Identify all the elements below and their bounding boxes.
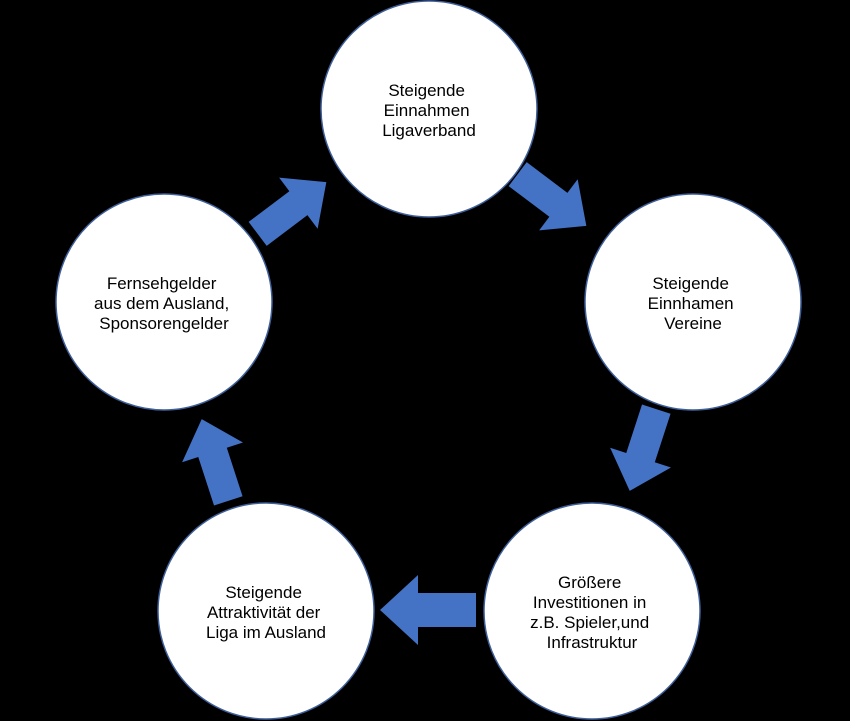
svg-text:Steigende Einnhamen: Steigende Einnhamen Vereine [648,274,739,333]
node-text-line: Ligaverband [382,121,476,140]
node-text-line: aus dem Ausland, [94,294,229,313]
node-text-line: Sponsorengelder [99,314,229,333]
node-einnahmen-ligaverband: Steigende Einnahmen Ligaverband [320,0,538,218]
node-text-line: Vereine [664,314,722,333]
svg-text:Steigende Einnahmen: Steigende Einnahmen Ligaverband [382,81,476,140]
node-fernsehgelder: Fernsehgelder aus dem Ausland, Sponsoren… [55,193,273,411]
node-text-line: Größere [558,573,621,592]
node-text-line: Fernsehgelder [107,274,217,293]
node-circle [483,502,701,720]
node-circle [157,502,375,720]
node-text-line: Einnhamen [648,294,734,313]
node-circle [584,193,802,411]
arrow-right-icon [508,162,587,231]
node-circle [320,0,538,218]
arrow-right-icon [182,419,243,506]
node-text-line: Steigende [388,81,465,100]
node-circle [55,193,273,411]
node-attraktivitaet: Steigende Attraktivität der Liga im Ausl… [157,502,375,720]
svg-text:Fernsehgelder aus dem Au: Fernsehgelder aus dem Ausland, Sponsoren… [94,274,234,333]
arrow-right-icon [380,575,476,645]
node-text-line: Einnahmen [384,101,470,120]
arrow-right-icon [610,404,671,491]
arrow-right-icon [248,177,327,246]
node-text-line: Steigende [225,583,302,602]
svg-text:Steigende Attraktivität: Steigende Attraktivität der Liga im Ausl… [206,583,326,642]
svg-text:Größere Investitionen in: Größere Investitionen in z.B. Spieler,un… [530,573,654,652]
node-text-line: Attraktivität der [207,603,321,622]
node-text-line: Liga im Ausland [206,623,326,642]
node-text-line: Infrastruktur [547,633,638,652]
node-investitionen: Größere Investitionen in z.B. Spieler,un… [483,502,701,720]
node-einnhamen-vereine: Steigende Einnhamen Vereine [584,193,802,411]
node-text-line: z.B. Spieler,und [530,613,649,632]
node-text-line: Investitionen in [533,593,646,612]
node-text-line: Steigende [652,274,729,293]
